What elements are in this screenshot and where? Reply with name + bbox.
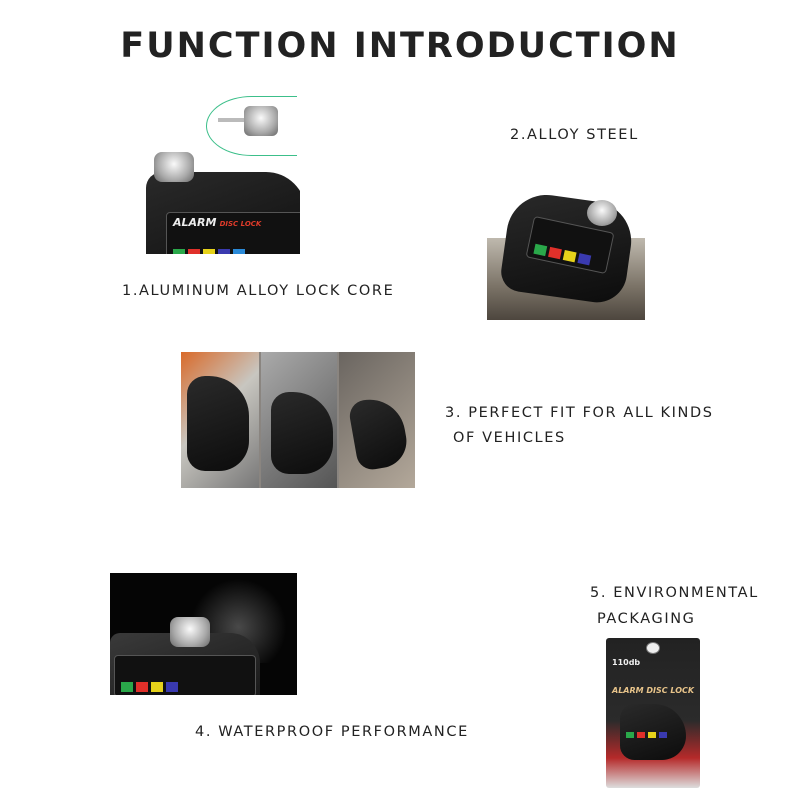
lock-cylinder (587, 200, 617, 226)
lock-core-photo: ALARM DISC LOCK (140, 92, 300, 254)
lock-brand: ALARM (173, 216, 217, 229)
vehicles-photo (181, 352, 415, 488)
lock-core-pin (218, 118, 248, 122)
feature-1-label: 1.ALUMINUM ALLOY LOCK CORE (122, 283, 395, 299)
feature-4-label: 4. WATERPROOF PERFORMANCE (195, 724, 469, 740)
feature-5-label-line1: 5. ENVIRONMENTAL (590, 585, 759, 601)
lock-sub: DISC LOCK (219, 220, 262, 228)
package-title: ALARM DISC LOCK (612, 686, 695, 695)
lock-core-callout (206, 96, 297, 156)
lock-cylinder (154, 152, 194, 182)
lock-icons (121, 682, 178, 692)
waterproof-photo (110, 573, 297, 695)
feature-3-label-line2: OF VEHICLES (453, 430, 566, 446)
lock-icons (173, 249, 245, 254)
lock-icons (626, 732, 667, 738)
page-title: FUNCTION INTRODUCTION (120, 26, 680, 66)
alloy-steel-photo (487, 180, 645, 320)
feature-3-label-line1: 3. PERFECT FIT FOR ALL KINDS (445, 405, 714, 421)
lock-body (187, 376, 249, 471)
lock-core-cylinder (244, 106, 278, 136)
lock-body (271, 392, 333, 474)
hang-hole (646, 642, 660, 654)
feature-5-label-line2: PACKAGING (597, 611, 696, 627)
lock-label-panel (114, 655, 256, 695)
packaging-photo: 110db ALARM DISC LOCK (606, 638, 700, 788)
lock-label-panel: ALARM DISC LOCK (166, 212, 300, 254)
feature-2-label: 2.ALLOY STEEL (510, 127, 639, 143)
lock-cylinder (170, 617, 210, 647)
package-db: 110db (612, 658, 641, 667)
